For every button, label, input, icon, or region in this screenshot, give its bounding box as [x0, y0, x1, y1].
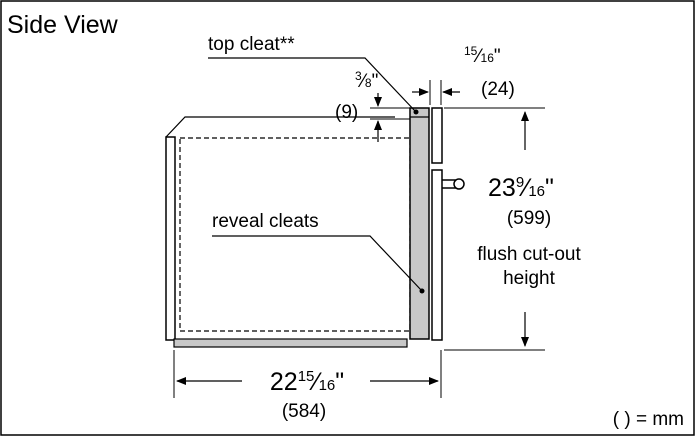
front-panel	[165, 136, 176, 341]
oven-body-outline	[179, 137, 411, 332]
handle-knob	[453, 178, 465, 190]
reveal-cleats-label: reveal cleats	[212, 211, 319, 232]
height-dimension-mm: (599)	[507, 208, 551, 229]
top-cleat-dimension: 3⁄8"	[355, 69, 378, 92]
reveal-cleats-leader	[212, 235, 423, 292]
height-label-line2: height	[503, 268, 555, 289]
top-cleat-dot	[413, 109, 419, 115]
upper-door-flange	[431, 107, 443, 164]
top-cleat-dimension-mm: (9)	[335, 102, 358, 123]
flange-dimension: 15⁄16"	[464, 44, 501, 67]
flange-dimension-mm: (24)	[481, 79, 515, 100]
lower-door-flange	[431, 169, 443, 341]
view-title: Side View	[7, 11, 119, 39]
cabinet-panel	[409, 107, 430, 340]
bottom-reveal-cleat	[173, 338, 408, 348]
depth-dimension: 2215⁄16"	[270, 368, 344, 396]
height-label-line1: flush cut-out	[477, 244, 581, 265]
top-cleat-leader	[208, 57, 417, 113]
panel-leader-line	[165, 116, 395, 138]
units-legend: ( ) = mm	[613, 409, 684, 430]
depth-dimension-mm: (584)	[282, 401, 326, 422]
top-cleat-label: top cleat**	[208, 34, 295, 55]
reveal-cleats-dot	[419, 288, 425, 294]
height-dimension: 239⁄16"	[488, 174, 554, 202]
